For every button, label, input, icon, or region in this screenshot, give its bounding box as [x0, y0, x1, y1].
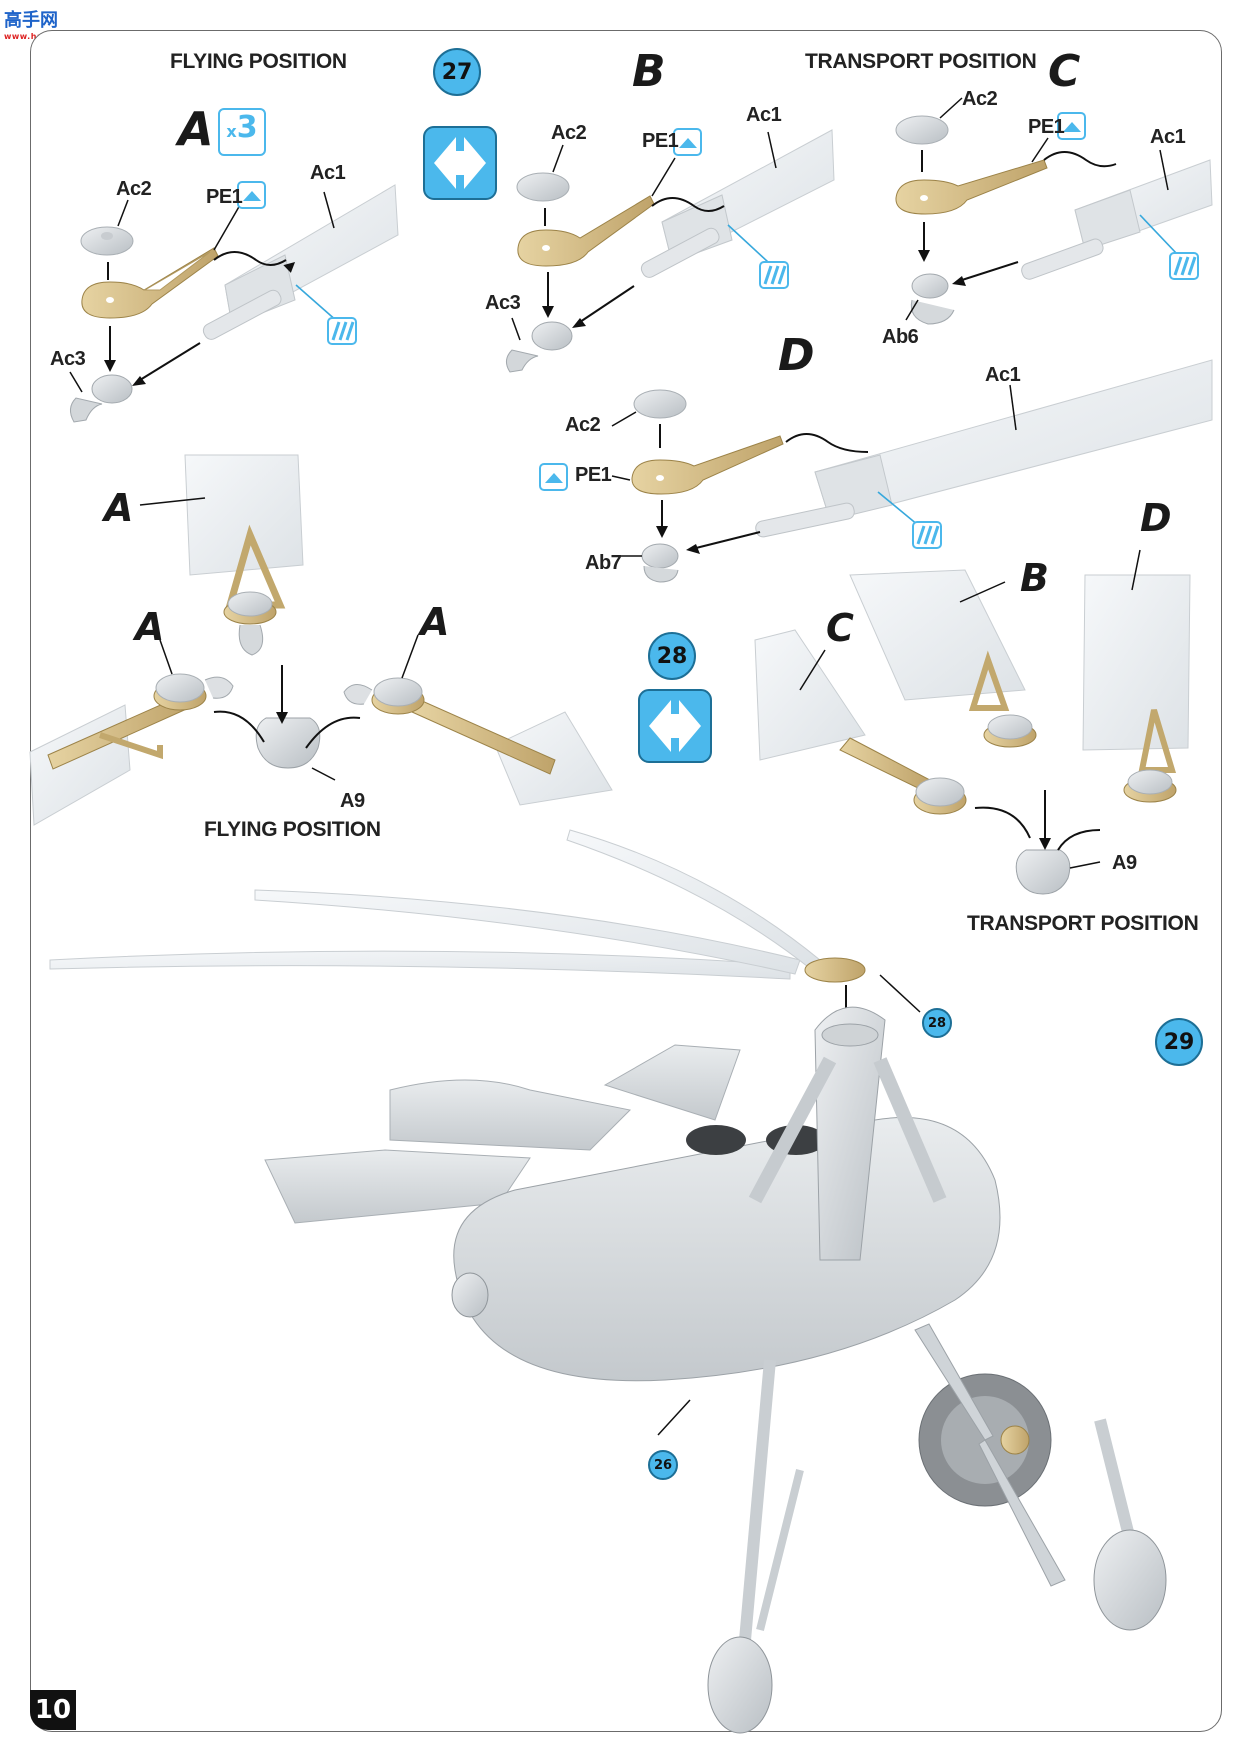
label-pe1: PE1 [1028, 116, 1065, 138]
label-pe1: PE1 [206, 186, 243, 208]
callout-26: 26 [648, 1450, 678, 1480]
label-ac1: Ac1 [310, 162, 346, 184]
label-pe1: PE1 [642, 130, 679, 152]
rotor-blade [494, 711, 613, 806]
paint-stripe-icon [327, 252, 1199, 549]
label-ac1: Ac1 [1150, 126, 1186, 148]
step-28-badge: 28 [648, 632, 696, 680]
label-ac3: Ac3 [485, 292, 521, 314]
label-ac2: Ac2 [116, 178, 152, 200]
variant-d: D [778, 330, 815, 381]
wheel [707, 1636, 773, 1734]
variant-c: C [1048, 46, 1081, 97]
rotor-blade [184, 454, 304, 576]
part-a9 [255, 717, 321, 769]
subview-c [895, 97, 1213, 325]
rotor-blade [754, 629, 866, 761]
heading-flying-position-bottom: FLYING POSITION [204, 818, 381, 841]
variant-c-label: C [826, 606, 854, 650]
label-ac1: Ac1 [985, 364, 1021, 386]
flying-assembly [29, 454, 613, 826]
autogiro-model [49, 829, 1167, 1734]
subview-a [69, 184, 399, 423]
part-ab6 [911, 273, 949, 299]
variant-b-label: B [1020, 556, 1049, 600]
part-a9 [1015, 849, 1071, 895]
rotor-blade [49, 950, 791, 980]
label-a9: A9 [340, 790, 365, 812]
part-ac3 [531, 321, 573, 351]
rotor-blade [29, 704, 131, 826]
subview-d [611, 359, 1213, 583]
label-ac2: Ac2 [551, 122, 587, 144]
rotor-blade [849, 569, 1026, 701]
rotor-blade [1082, 574, 1191, 751]
label-ab7: Ab7 [585, 552, 622, 574]
step-29-badge: 29 [1155, 1018, 1203, 1066]
photo-etch-icon [237, 112, 1086, 491]
wheel [1093, 1529, 1167, 1631]
heading-transport-position-bottom: TRANSPORT POSITION [967, 912, 1199, 935]
heading-transport-position: TRANSPORT POSITION [805, 50, 1037, 73]
heading-flying-position: FLYING POSITION [170, 50, 347, 73]
variant-a-label: A [420, 600, 450, 644]
label-pe1: PE1 [575, 464, 612, 486]
label-ab6: Ab6 [882, 326, 919, 348]
variant-a-label: A [104, 486, 134, 530]
label-ac2: Ac2 [962, 88, 998, 110]
label-ac2: Ac2 [565, 414, 601, 436]
variant-b: B [632, 46, 666, 97]
variant-a: A [178, 102, 214, 156]
variant-d-label: D [1140, 496, 1172, 540]
part-ac2 [633, 389, 687, 419]
part-ac2 [516, 172, 570, 202]
part-pe1 [81, 247, 219, 319]
part-ab7 [641, 543, 679, 569]
symmetry-arrows-icon [423, 126, 712, 763]
part-pe1 [895, 159, 1048, 215]
label-a9: A9 [1112, 852, 1137, 874]
page-number: 10 [30, 1690, 76, 1730]
blade-spar [202, 289, 282, 340]
rotor-blade [254, 889, 801, 975]
variant-a-label: A [135, 605, 165, 649]
callout-28: 28 [922, 1008, 952, 1038]
part-pe1 [517, 195, 655, 267]
subview-b [506, 129, 835, 373]
part-ac2 [80, 226, 134, 256]
transport-assembly [754, 549, 1191, 895]
label-ac1: Ac1 [746, 104, 782, 126]
part-ac3 [91, 374, 133, 404]
label-ac3: Ac3 [50, 348, 86, 370]
step-27-badge: 27 [433, 48, 481, 96]
part-pe1 [631, 435, 784, 495]
part-ac2 [895, 115, 949, 145]
